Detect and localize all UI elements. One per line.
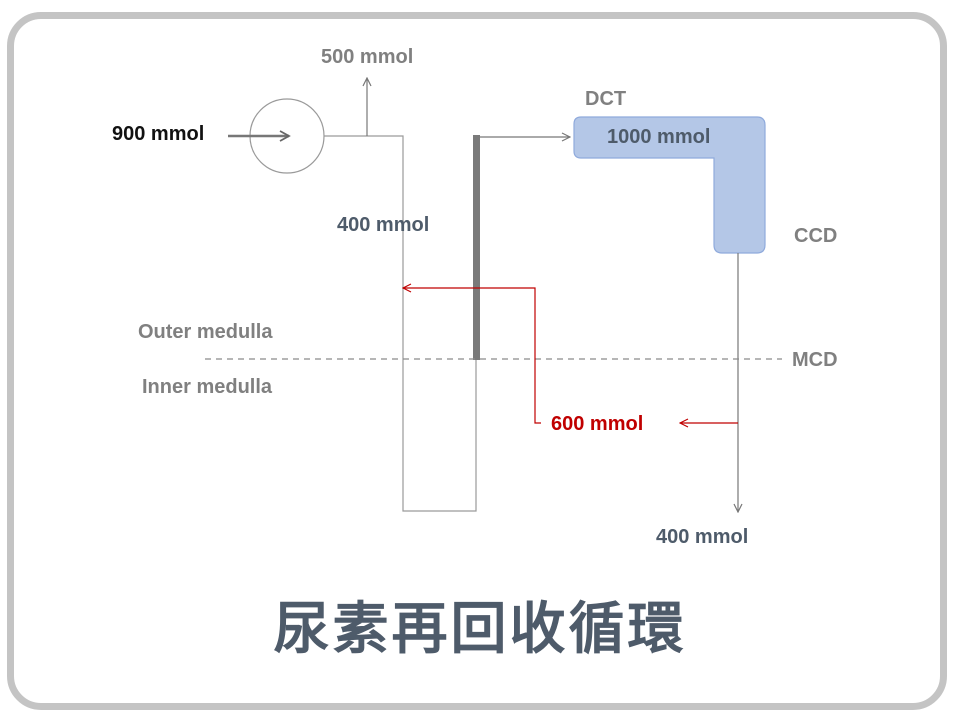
urea-out-proximal-label: 500 mmol bbox=[321, 46, 414, 68]
page-title: 尿素再回收循環 bbox=[273, 597, 687, 660]
excreted-amount-label: 400 mmol bbox=[656, 526, 749, 548]
slide-frame bbox=[7, 12, 947, 710]
dct-ccd-duct bbox=[573, 116, 766, 254]
loop-amount-label: 400 mmol bbox=[337, 214, 430, 236]
inner-medulla-label: Inner medulla bbox=[142, 376, 273, 398]
thick-ascending-limb bbox=[473, 135, 480, 360]
ccd-label: CCD bbox=[794, 225, 838, 247]
recycled-amount-label: 600 mmol bbox=[551, 413, 644, 435]
nephron-tubule bbox=[324, 135, 477, 512]
mcd-label: MCD bbox=[792, 349, 838, 371]
dct-label: DCT bbox=[585, 88, 627, 110]
dct-amount-label: 1000 mmol bbox=[607, 126, 711, 148]
urea-in-label: 900 mmol bbox=[112, 123, 205, 145]
recycle-path-to-loop bbox=[403, 288, 541, 424]
outer-medulla-label: Outer medulla bbox=[138, 321, 273, 343]
